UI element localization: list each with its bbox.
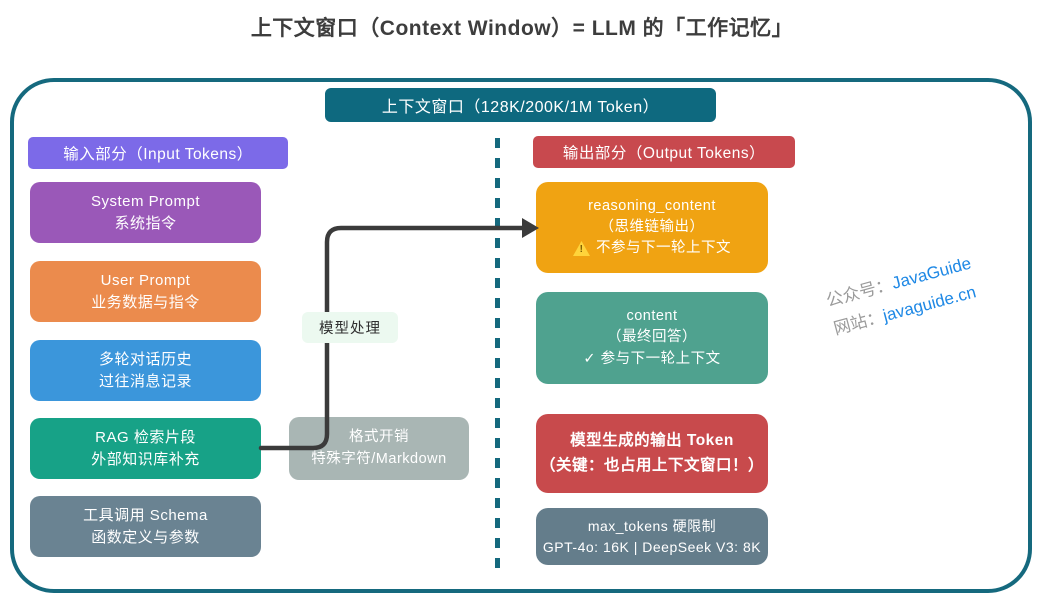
model-process-label: 模型处理 bbox=[302, 312, 398, 343]
box-line: 模型生成的输出 Token bbox=[570, 432, 734, 450]
input-output-divider bbox=[495, 138, 500, 577]
box-line: content bbox=[626, 308, 678, 325]
output-box-max-tokens: max_tokens 硬限制 GPT-4o: 16K | DeepSeek V3… bbox=[536, 508, 768, 565]
box-line: ✓ 参与下一轮上下文 bbox=[583, 350, 721, 367]
format-overhead-box: 格式开销 特殊字符/Markdown bbox=[289, 417, 469, 480]
box-line: 不参与下一轮上下文 bbox=[596, 240, 731, 256]
box-line: reasoning_content bbox=[588, 197, 716, 214]
box-line: 函数定义与参数 bbox=[91, 528, 200, 546]
box-line: max_tokens 硬限制 bbox=[587, 517, 717, 534]
input-box-rag: RAG 检索片段 外部知识库补充 bbox=[30, 418, 261, 479]
box-line: （关键：也占用上下文窗口！） bbox=[539, 456, 764, 474]
context-window-badge: 上下文窗口（128K/200K/1M Token） bbox=[325, 88, 716, 122]
box-line: 特殊字符/Markdown bbox=[311, 450, 447, 467]
output-box-content: content （最终回答） ✓ 参与下一轮上下文 bbox=[536, 292, 768, 384]
context-window-frame bbox=[10, 78, 1032, 593]
box-line: （思维链输出） bbox=[599, 218, 705, 235]
input-box-dialog-history: 多轮对话历史 过往消息记录 bbox=[30, 340, 261, 401]
output-box-reasoning-content: reasoning_content （思维链输出） ! 不参与下一轮上下文 bbox=[536, 182, 768, 273]
box-line: 多轮对话历史 bbox=[98, 350, 192, 368]
box-line: 系统指令 bbox=[114, 214, 177, 232]
box-line: 工具调用 Schema bbox=[83, 506, 208, 524]
input-box-tool-schema: 工具调用 Schema 函数定义与参数 bbox=[30, 496, 261, 557]
warning-row: ! 不参与下一轮上下文 bbox=[573, 238, 731, 259]
box-line: 过往消息记录 bbox=[98, 372, 192, 390]
box-line: User Prompt bbox=[100, 271, 191, 289]
box-line: 外部知识库补充 bbox=[91, 450, 200, 468]
input-box-user-prompt: User Prompt 业务数据与指令 bbox=[30, 261, 261, 322]
page-title: 上下文窗口（Context Window）= LLM 的「工作记忆」 bbox=[250, 17, 794, 40]
input-box-system-prompt: System Prompt 系统指令 bbox=[30, 182, 261, 243]
box-line: （最终回答） bbox=[607, 329, 697, 346]
warning-icon: ! bbox=[573, 241, 590, 256]
box-line: 业务数据与指令 bbox=[91, 293, 200, 311]
box-line: RAG 检索片段 bbox=[95, 428, 196, 446]
output-section-header: 输出部分（Output Tokens） bbox=[533, 136, 795, 168]
output-box-token-usage: 模型生成的输出 Token （关键：也占用上下文窗口！） bbox=[536, 414, 768, 493]
box-line: GPT-4o: 16K | DeepSeek V3: 8K bbox=[542, 538, 762, 555]
box-line: System Prompt bbox=[90, 192, 201, 210]
input-section-header: 输入部分（Input Tokens） bbox=[28, 137, 288, 169]
box-line: 格式开销 bbox=[349, 429, 409, 446]
